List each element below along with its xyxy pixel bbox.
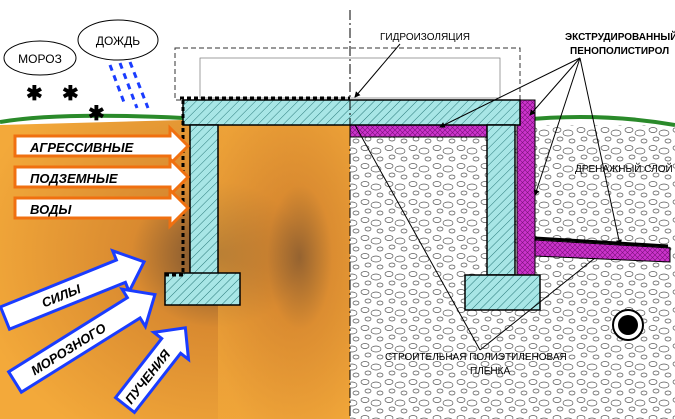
waterproofing-leader: [354, 43, 401, 98]
waterproofing-label: ГИДРОИЗОЛЯЦИЯ: [380, 32, 470, 43]
svg-text:✱: ✱: [62, 83, 79, 105]
right-footing: [464, 274, 541, 311]
right-wall: [486, 124, 516, 276]
water-arrows: АГРЕССИВНЫЕ ПОДЗЕМНЫЕ ВОДЫ: [13, 124, 191, 230]
grass-line: [0, 113, 675, 127]
frost-arrow-1: [0, 248, 147, 332]
frost-arrow-3: [113, 326, 191, 415]
drain-pipe-core: [618, 315, 638, 335]
left-footing: [164, 272, 241, 306]
xps-label-2: ПЕНОПОЛИСТИРОЛ: [570, 46, 669, 57]
water-arrow-2: [13, 155, 191, 199]
insulation-horizontal: [534, 239, 671, 263]
water-arrow-2-label: ПОДЗЕМНЫЕ: [30, 171, 118, 186]
drainage-label: ДРЕНАЖНЫЙ СЛОЙ: [575, 162, 673, 175]
rain-label: ДОЖДЬ: [96, 34, 140, 48]
water-arrow-3: [13, 186, 191, 230]
foundation-slab: [182, 99, 521, 126]
svg-text:✱: ✱: [26, 83, 43, 105]
gravel-inner: [350, 135, 487, 419]
frost-label: МОРОЗ: [18, 52, 62, 66]
raindrops-icon: [108, 61, 150, 109]
xps-label-1: ЭКСТРУДИРОВАННЫЙ: [565, 30, 675, 43]
rain-cloud: [77, 19, 159, 61]
water-arrow-1-label: АГРЕССИВНЫЕ: [29, 140, 134, 155]
left-wall: [189, 124, 219, 276]
film-leaders: [354, 124, 596, 351]
film-label-2: ПЛЕНКА: [470, 366, 510, 377]
xps-leaders: [439, 57, 622, 246]
building-outline: [174, 47, 521, 101]
insulation-vertical: [516, 99, 536, 286]
frost-arrow-2: [6, 287, 157, 395]
svg-text:✱: ✱: [88, 103, 105, 125]
soil-inner: [218, 125, 350, 419]
insulation-under-slab: [349, 124, 488, 138]
frost-cloud: [3, 40, 77, 76]
waterproofing-line: [165, 96, 350, 277]
water-arrow-3-label: ВОДЫ: [30, 202, 72, 217]
insulation-film: [534, 236, 669, 248]
snowflake-icons: ✱ ✱ ✱: [26, 83, 105, 125]
water-arrow-1: [13, 124, 191, 168]
film-label-1: СТРОИТЕЛЬНАЯ ПОЛИЭТИЛЕНОВАЯ: [385, 352, 567, 363]
